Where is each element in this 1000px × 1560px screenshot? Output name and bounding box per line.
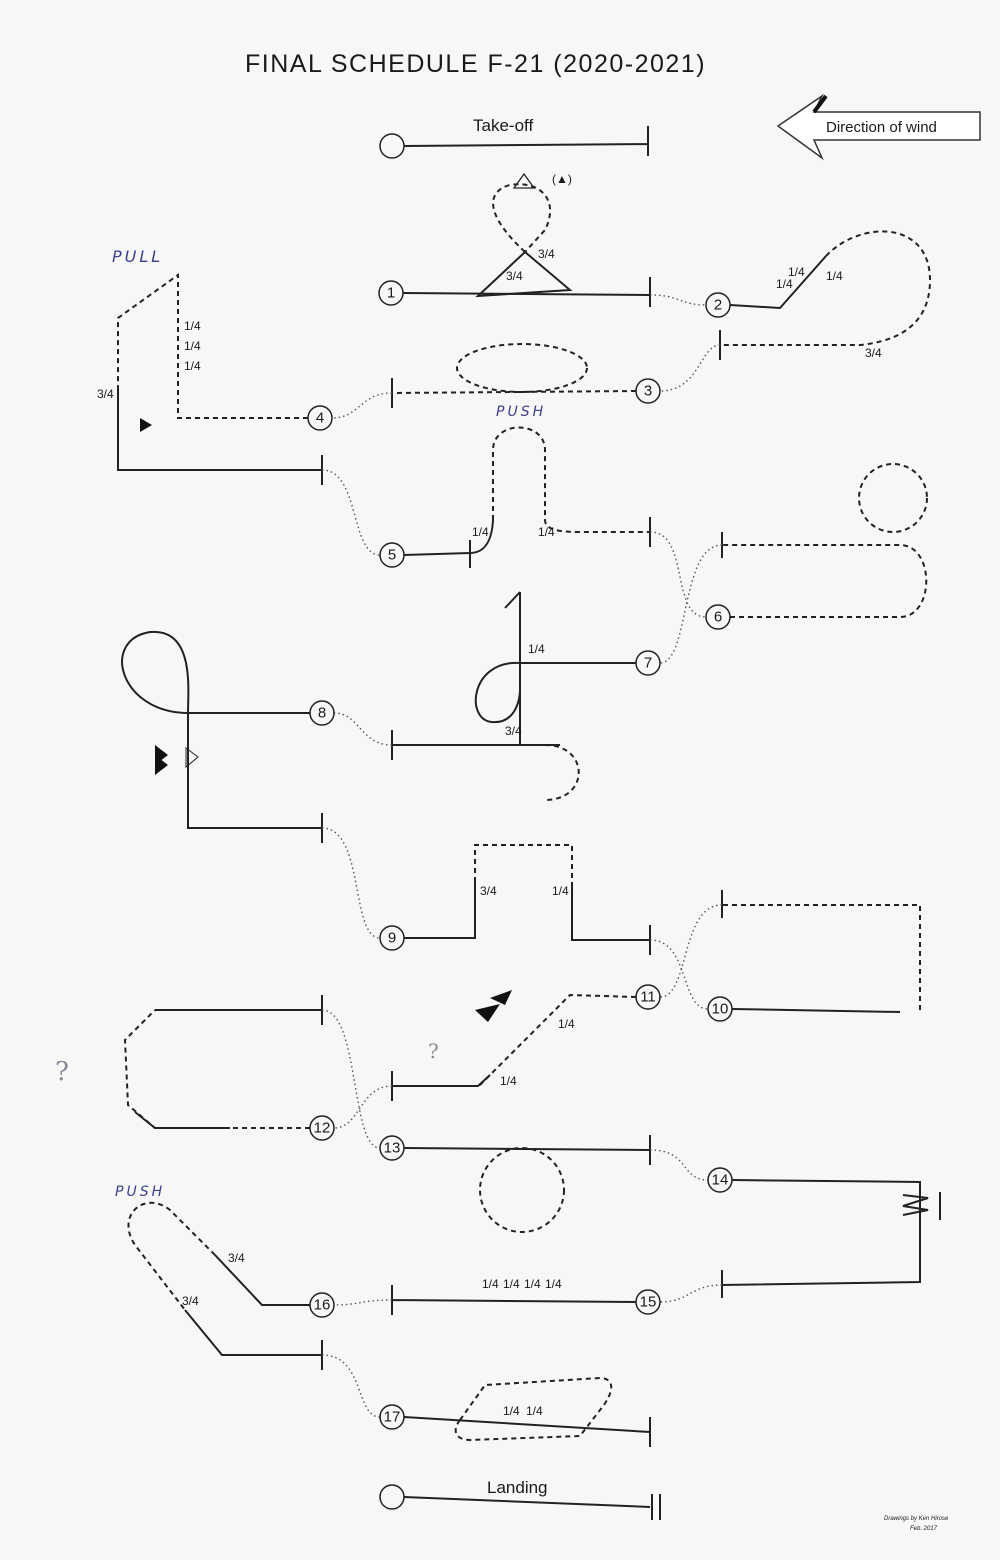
figure-8 — [121, 630, 323, 843]
connector — [333, 712, 393, 746]
push-note: PUSH — [115, 1184, 165, 1200]
figure-number: 3 — [644, 383, 652, 400]
figure-number: 8 — [318, 705, 326, 722]
fraction: 3/4 — [538, 247, 555, 261]
landing-figure: Landing — [379, 1478, 661, 1520]
figure-11: 1/4 1/4 ? — [391, 990, 637, 1101]
fraction: 1/4 — [528, 642, 545, 656]
connector — [331, 392, 393, 419]
figure-number-markers: 1 2 3 4 5 6 7 8 9 10 11 12 13 14 15 16 1… — [307, 280, 733, 1430]
takeoff-label: Take-off — [473, 116, 533, 135]
fraction: 3/4 — [506, 269, 523, 283]
figure-3 — [391, 343, 637, 408]
connector — [649, 1149, 709, 1181]
figure-4: PULL 1/4 1/4 1/4 3/4 — [97, 247, 323, 485]
figure-15: 1/4 1/4 1/4 1/4 — [391, 1277, 637, 1315]
connector — [321, 1354, 381, 1418]
figure-9: 3/4 1/4 — [404, 844, 651, 955]
figure-1-snap-symbol: (▲) — [552, 172, 572, 186]
wind-label: Direction of wind — [826, 119, 937, 136]
figure-number: 2 — [714, 297, 722, 314]
connector — [649, 294, 707, 306]
figure-number: 14 — [712, 1172, 729, 1189]
figure-number: 5 — [388, 547, 396, 564]
connector — [333, 1299, 393, 1306]
fraction: 1/4 — [552, 884, 569, 898]
fraction: 1/4 — [184, 319, 201, 333]
fraction: 3/4 — [865, 346, 882, 360]
fraction: 1/4 — [826, 269, 843, 283]
figure-number: 4 — [316, 410, 324, 427]
pull-note: PULL — [112, 247, 163, 266]
figure-number: 13 — [384, 1140, 401, 1157]
connector — [321, 469, 381, 556]
figure-number: 15 — [640, 1294, 657, 1311]
figure-number: 6 — [714, 609, 722, 626]
figure-10 — [721, 890, 921, 1013]
figure-6 — [721, 463, 928, 618]
figure-number: 9 — [388, 930, 396, 947]
figure-12: ? — [55, 995, 323, 1129]
fraction: 1/4 — [545, 1277, 562, 1291]
fraction: 1/4 — [526, 1404, 543, 1418]
fraction: 1/4 — [184, 359, 201, 373]
figure-17: 1/4 1/4 — [403, 1376, 651, 1447]
figure-number: 12 — [314, 1120, 331, 1137]
connector — [659, 544, 723, 664]
wind-direction-arrow: Direction of wind — [776, 93, 981, 161]
figure-number: 10 — [712, 1001, 729, 1018]
connector — [659, 344, 721, 392]
fraction: 1/4 — [500, 1074, 517, 1088]
takeoff-figure: Take-off — [379, 116, 649, 159]
figure-number: 7 — [644, 655, 652, 672]
figure-number: 17 — [384, 1409, 401, 1426]
connector — [321, 1009, 381, 1149]
figure-13 — [403, 1135, 651, 1233]
connector — [649, 531, 707, 618]
push-note: PUSH — [496, 404, 546, 420]
fraction: 3/4 — [480, 884, 497, 898]
figure-number: 11 — [640, 989, 656, 1006]
figure-number: 1 — [387, 285, 395, 302]
fraction: 1/4 — [524, 1277, 541, 1291]
fraction: 3/4 — [228, 1251, 245, 1265]
fraction: 1/4 — [482, 1277, 499, 1291]
figure-16: PUSH 3/4 3/4 — [115, 1184, 323, 1370]
fraction: 1/4 — [788, 265, 805, 279]
figure-1: (▲) 3/4 3/4 — [402, 172, 651, 307]
fraction: 1/4 — [776, 277, 793, 291]
connector — [333, 1085, 393, 1129]
connector — [659, 1284, 723, 1303]
figure-number: 16 — [314, 1297, 331, 1314]
fraction: 1/4 — [184, 339, 201, 353]
credit-author: Drawings by Ken Hirose — [884, 1516, 949, 1522]
fraction: 3/4 — [97, 387, 114, 401]
fraction: 1/4 — [503, 1404, 520, 1418]
figure-14 — [721, 1179, 941, 1298]
question-note: ? — [55, 1057, 69, 1087]
figure-2: 3/4 1/4 1/4 1/4 — [719, 230, 932, 360]
fraction: 1/4 — [538, 525, 555, 539]
landing-label: Landing — [487, 1478, 548, 1497]
figure-5: PUSH 1/4 1/4 — [403, 404, 651, 568]
connector — [659, 904, 723, 998]
fraction: 1/4 — [503, 1277, 520, 1291]
connector — [321, 827, 381, 939]
fraction: 3/4 — [505, 724, 522, 738]
fraction: 1/4 — [472, 525, 489, 539]
credit-date: Feb. 2017 — [910, 1526, 938, 1532]
fraction: 3/4 — [182, 1294, 199, 1308]
fraction: 1/4 — [558, 1017, 575, 1031]
question-note: ? — [428, 1039, 439, 1063]
figure-7: 1/4 3/4 — [391, 591, 636, 801]
schedule-title: FINAL SCHEDULE F-21 (2020-2021) — [245, 50, 706, 78]
